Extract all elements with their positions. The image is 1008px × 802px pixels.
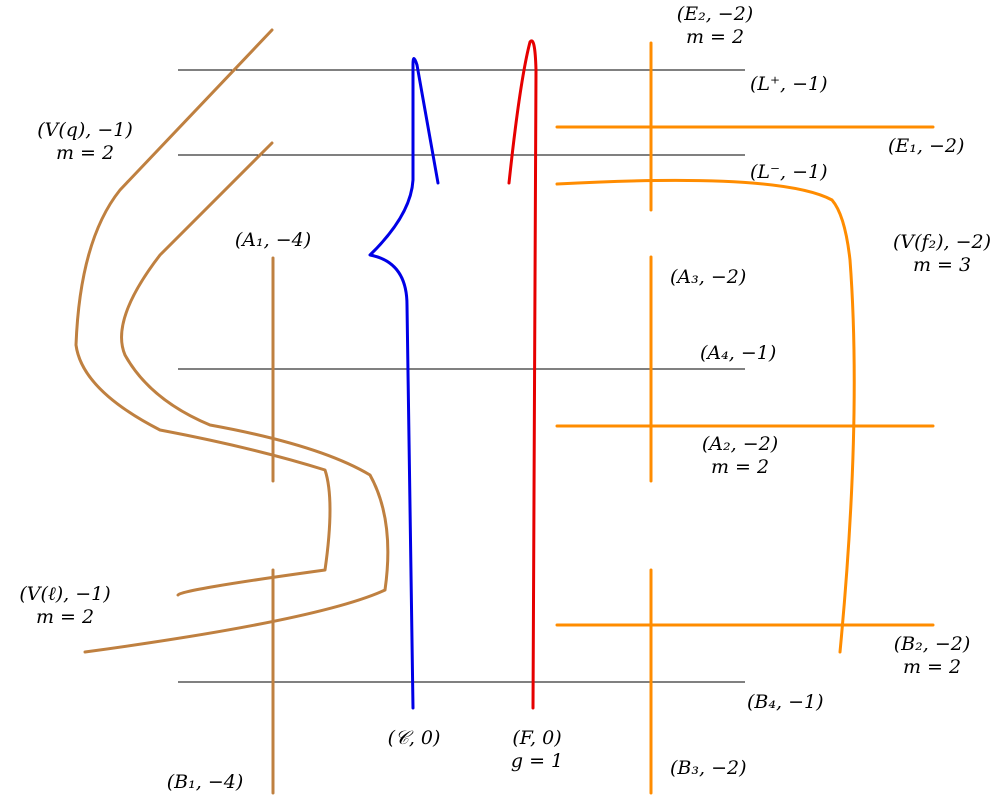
curve-F (507, 39, 538, 710)
label-L-minus: (L⁻, −1) (750, 161, 828, 183)
label-L-plus: (L⁺, −1) (750, 73, 828, 95)
label-B1: (B₁, −4) (167, 771, 244, 793)
curve-V-f2 (555, 178, 856, 654)
label-V-f2: (V(f₂), −2) (893, 231, 991, 253)
label-V-q: (V(q), −1) (37, 119, 133, 141)
curve-V-q-inner (83, 141, 390, 654)
label-B3: (B₃, −2) (670, 757, 747, 779)
label-E2: (E₂, −2) (677, 3, 753, 25)
label-A2: (A₂, −2) (702, 433, 778, 455)
label-A2-mult: m = 2 (711, 456, 769, 478)
label-E1: (E₁, −2) (888, 135, 964, 157)
label-B2: (B₂, −2) (894, 633, 971, 655)
label-B2-mult: m = 2 (903, 656, 961, 678)
curve-C (368, 57, 440, 710)
label-C: (𝒞, 0) (388, 727, 441, 749)
label-F-genus: g = 1 (511, 750, 563, 772)
label-E2-mult: m = 2 (686, 26, 744, 48)
label-V-l-mult: m = 2 (36, 606, 94, 628)
curve-V-q-outer (74, 28, 332, 597)
label-A3: (A₃, −2) (670, 266, 746, 288)
label-A1: (A₁, −4) (235, 229, 311, 251)
label-B4: (B₄, −1) (747, 691, 824, 713)
label-V-f2-mult: m = 3 (913, 254, 971, 276)
label-F: (F, 0) (512, 727, 561, 749)
label-V-q-mult: m = 2 (56, 142, 114, 164)
label-A4: (A₄, −1) (700, 342, 776, 364)
label-V-l: (V(ℓ), −1) (19, 583, 110, 605)
